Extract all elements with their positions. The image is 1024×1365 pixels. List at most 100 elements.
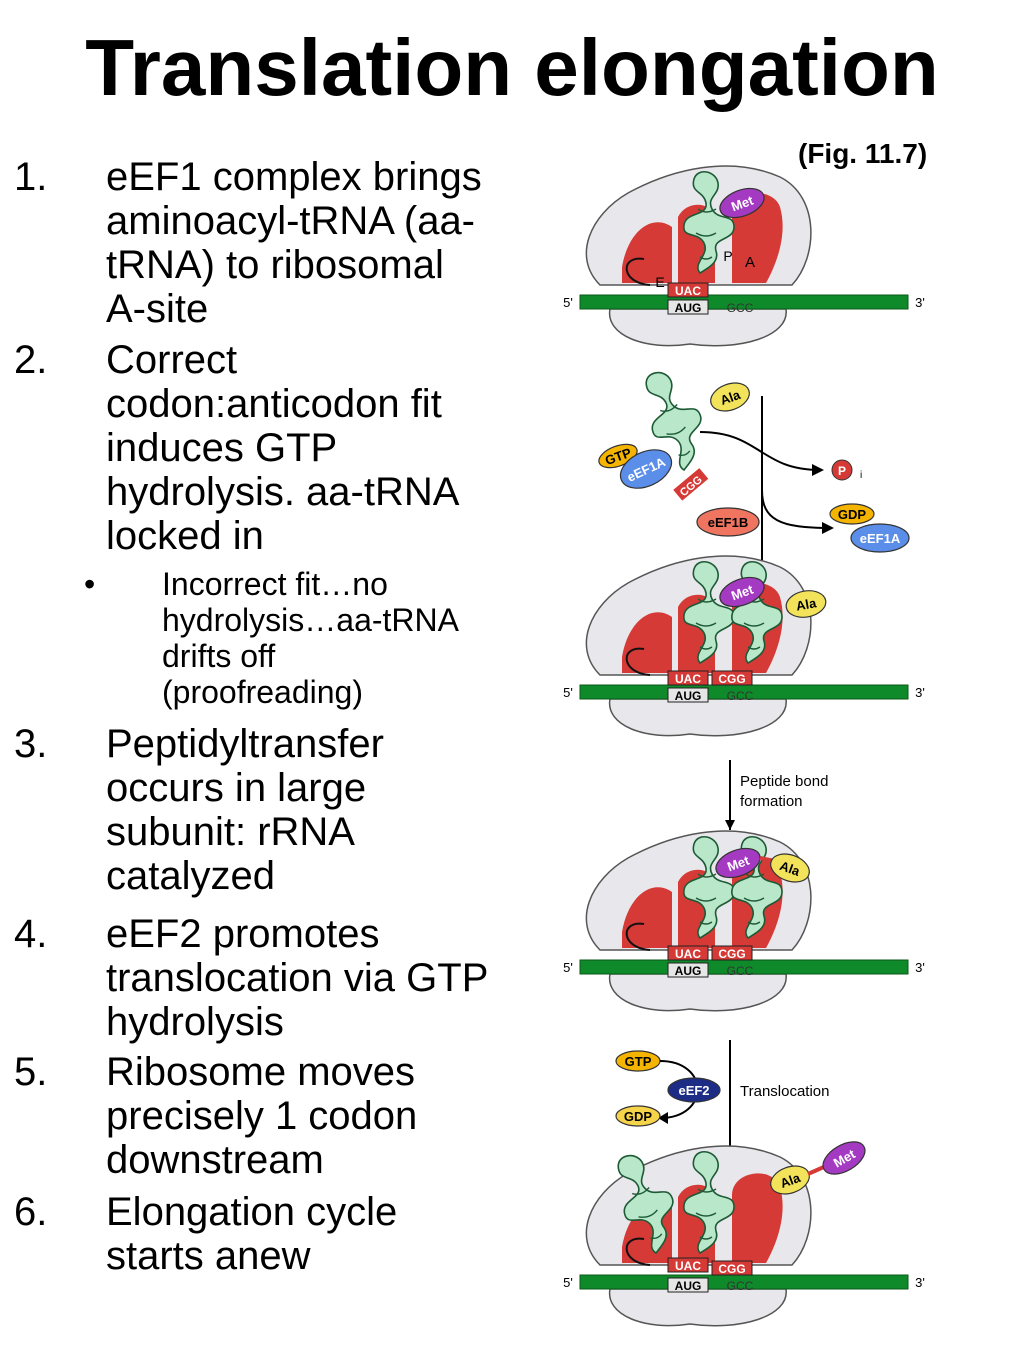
eef1b-1: eEF1B (696, 507, 760, 537)
gdp-1-shape (829, 503, 875, 525)
step-text-line: precisely 1 codon (106, 1094, 418, 1138)
mrna-3-prime-label: 3' (915, 960, 925, 975)
met-1: Met (719, 187, 765, 219)
anticodon-uac-1-box (667, 282, 709, 298)
step-text-line: locked in (106, 514, 264, 558)
step-number: 4. (14, 912, 48, 956)
step-text-line: A-site (106, 287, 209, 331)
pi-circle (831, 459, 853, 481)
step-text-line: hydrolysis. aa-tRNA (106, 470, 460, 514)
codon-gcc-2: GCC (727, 689, 754, 703)
ala-3-shape (770, 853, 810, 883)
step-text-line: hydrolysis (106, 1000, 284, 1044)
exit-path (625, 922, 651, 951)
ribosome-4: 5'3' (563, 1145, 925, 1327)
exit-path (625, 647, 651, 676)
gdp-2-label: GDP (624, 1109, 653, 1124)
step-number: 1. (14, 155, 48, 199)
step-text-line: codon:anticodon fit (106, 382, 442, 426)
anticodon-uac-3: UAC (675, 947, 701, 961)
mrna-5-prime-label: 5' (563, 1275, 573, 1290)
anticodon-uac-4-box (667, 1257, 709, 1273)
gdp-release-arrow-head (822, 522, 834, 534)
pi-subscript: i (860, 470, 862, 481)
ribosome-2: 5' 3' (563, 555, 925, 737)
step-number: 5. (14, 1050, 48, 1094)
mrna-5-prime-label: 5' (563, 295, 573, 310)
met-1-label: Met (729, 192, 756, 214)
site-a-label: A (745, 254, 755, 271)
anticodon-uac-4: UAC (675, 1259, 701, 1273)
step-number: 6. (14, 1190, 48, 1234)
proofreading-text-line: hydrolysis…aa-tRNA (162, 602, 459, 638)
step-text-line: subunit: rRNA (106, 810, 355, 854)
step-text-line: Peptidyltransfer (106, 722, 384, 766)
ribosome-3: 5'3' (563, 830, 925, 1012)
gtp-2-label: GTP (625, 1054, 652, 1069)
gdp-1-label: GDP (838, 507, 867, 522)
ala-4: Ala (770, 1165, 810, 1195)
eef1b-1-shape (696, 507, 760, 537)
codon-aug-3-box (667, 962, 709, 978)
codon-gcc-4: GCC (727, 1279, 754, 1293)
ala-4-label: Ala (778, 1170, 803, 1191)
eef1a-2-label: eEF1A (860, 531, 901, 546)
anticodon-cgg-3: CGG (718, 947, 745, 961)
step-text-line: occurs in large (106, 766, 367, 810)
pi-label: P (838, 464, 846, 478)
met-2-shape (719, 576, 765, 608)
proofreading-text-line: (proofreading) (162, 674, 363, 710)
exit-path (625, 1237, 651, 1266)
ala-2: Ala (785, 590, 827, 618)
anticodon-uac-1: UAC (675, 284, 701, 298)
anticodon-cgg-4: CGG (718, 1262, 745, 1276)
mrna-3-prime-label: 3' (915, 685, 925, 700)
peptide-bond-label-2: formation (740, 793, 803, 810)
anticodon-uac-2: UAC (675, 672, 701, 686)
flow-arrow-2-head (725, 820, 735, 830)
step-text-line: eEF2 promotes (106, 912, 380, 956)
step-text-line: catalyzed (106, 854, 275, 898)
eef2-1-label: eEF2 (678, 1083, 709, 1098)
ala-2-shape (785, 590, 827, 618)
step-text-line: induces GTP (106, 426, 338, 470)
met-3-label: Met (725, 852, 752, 874)
met-3-shape (715, 847, 761, 879)
pi-release-arrow (699, 431, 821, 471)
gdp-2-shape (615, 1105, 661, 1127)
pi-release-arrow-head (812, 464, 824, 476)
bullet-icon: • (84, 566, 96, 602)
anticodon-cgg-4-box (711, 1260, 753, 1276)
met-4: Met (822, 1141, 866, 1175)
ala-incoming: Ala (710, 382, 750, 412)
mrna-3-prime-label: 3' (915, 295, 925, 310)
met-4-shape (822, 1141, 866, 1175)
step-text-line: Correct (106, 338, 238, 382)
codon-aug-4-box (667, 1277, 709, 1293)
step-text-line: starts anew (106, 1234, 311, 1278)
step-text-line: Ribosome moves (106, 1050, 416, 1094)
step-text-line: Elongation cycle (106, 1190, 398, 1234)
step-number: 3. (14, 722, 48, 766)
anticodon-cgg-2: CGG (718, 672, 745, 686)
eef2-1: eEF2 (667, 1077, 721, 1103)
mrna-5-prime-label: 5' (563, 685, 573, 700)
peptide-bond-label-1: Peptide bond (740, 773, 828, 790)
anticodon-cgg-incoming-box (673, 468, 709, 501)
met-2: Met (719, 576, 765, 608)
proofreading-text-line: drifts off (162, 638, 276, 674)
figure-reference: (Fig. 11.7) (798, 138, 928, 169)
codon-gcc-3: GCC (727, 964, 754, 978)
step-text-line: tRNA) to ribosomal (106, 243, 444, 287)
gdp-1: GDP (829, 503, 875, 525)
met-3: Met (715, 847, 761, 879)
ala-3: Ala (770, 853, 810, 883)
met-1-shape (719, 187, 765, 219)
